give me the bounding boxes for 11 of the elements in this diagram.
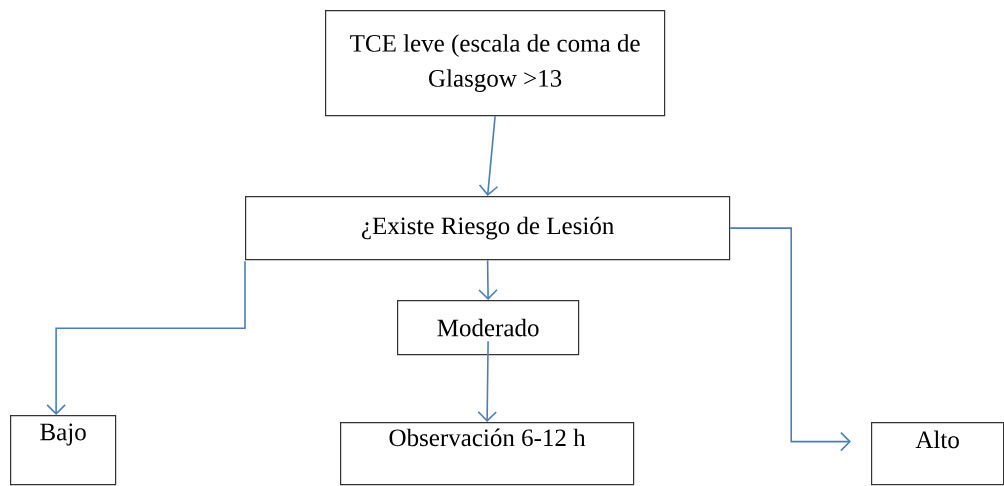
process-box: Observación 6-12 h [340, 422, 635, 486]
process-box: Bajo [10, 415, 117, 486]
arrow [478, 115, 499, 196]
process-box: TCE leve (escala de coma de Glasgow >13 [325, 10, 666, 117]
arrow [729, 227, 851, 452]
process-box: Moderado [397, 300, 580, 356]
arrow [478, 259, 498, 300]
arrow [477, 340, 498, 422]
process-box: ¿Existe Riesgo de Lesión [245, 196, 731, 261]
arrow [46, 260, 246, 415]
process-box: Alto [871, 422, 1004, 486]
